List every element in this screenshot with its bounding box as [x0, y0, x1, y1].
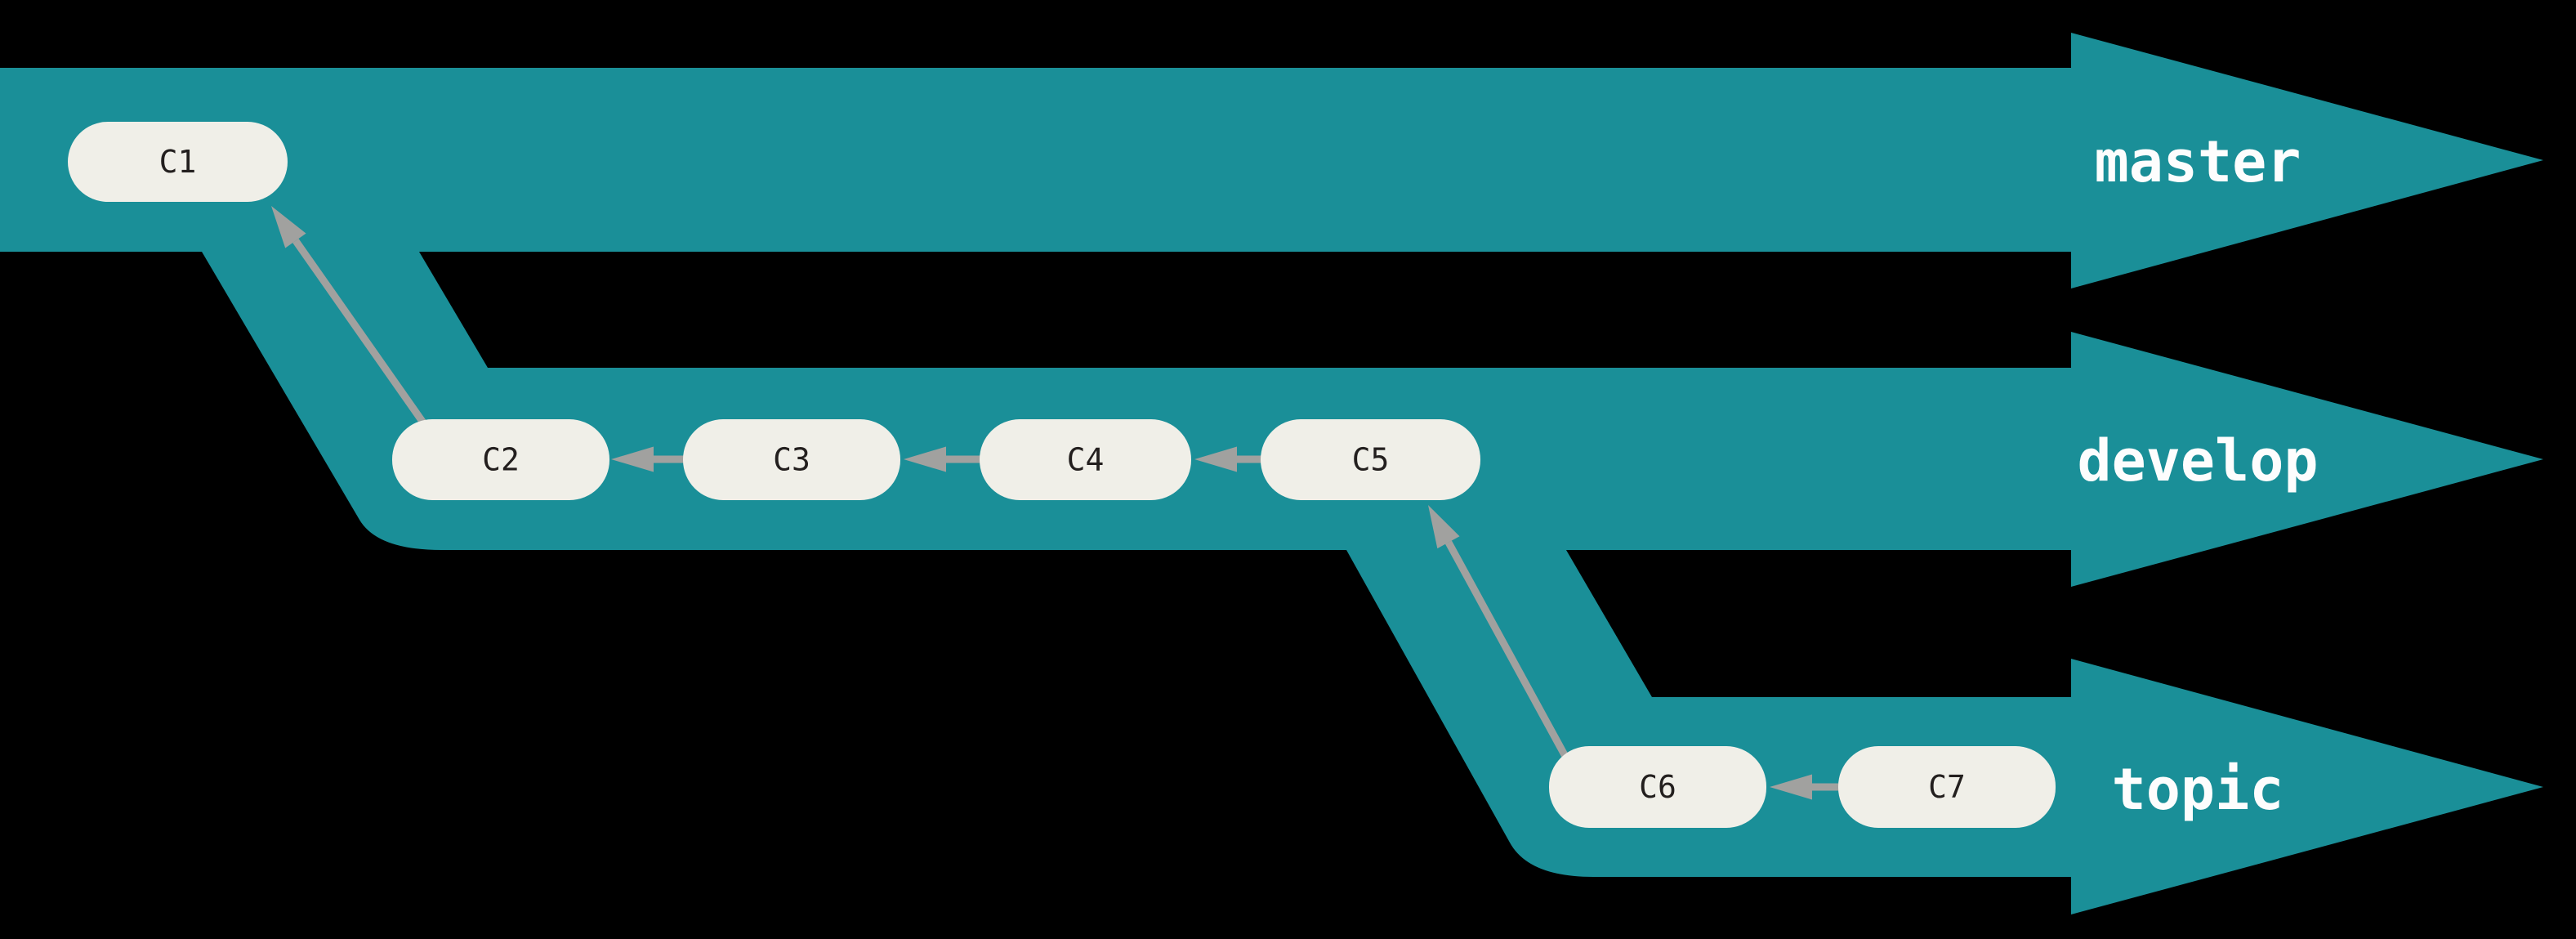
commit-node-C4 — [980, 419, 1191, 500]
branch-label-topic: topic — [2112, 756, 2284, 823]
parent-arrowhead-C5-C4 — [1194, 446, 1237, 472]
commit-label-C2: C2 — [482, 442, 520, 478]
parent-arrowhead-C7-C6 — [1770, 774, 1812, 800]
commit-label-C4: C4 — [1067, 442, 1105, 478]
parent-arrowhead-C2-C1 — [271, 206, 306, 248]
commit-label-C7: C7 — [1928, 769, 1966, 805]
commit-node-C2 — [392, 419, 609, 500]
commit-label-C6: C6 — [1639, 769, 1676, 805]
parent-arrowhead-C4-C3 — [904, 446, 946, 472]
branch-band-topic — [1346, 550, 2543, 914]
commit-node-C3 — [683, 419, 900, 500]
parent-arrow-C2-C1 — [292, 238, 428, 427]
branch-band-master — [0, 33, 2543, 288]
commit-node-C7 — [1838, 746, 2056, 828]
commit-node-C1 — [68, 122, 288, 202]
commit-label-C3: C3 — [773, 442, 810, 478]
parent-arrowhead-C6-C5 — [1428, 505, 1460, 549]
branch-label-master: master — [2095, 128, 2301, 195]
parent-arrow-C6-C5 — [1444, 540, 1576, 772]
commit-label-C1: C1 — [159, 144, 197, 180]
branch-label-develop: develop — [2077, 427, 2318, 494]
commit-label-C5: C5 — [1352, 442, 1390, 478]
parent-arrowhead-C3-C2 — [611, 446, 654, 472]
commit-node-C6 — [1549, 746, 1766, 828]
commit-node-C5 — [1261, 419, 1480, 500]
